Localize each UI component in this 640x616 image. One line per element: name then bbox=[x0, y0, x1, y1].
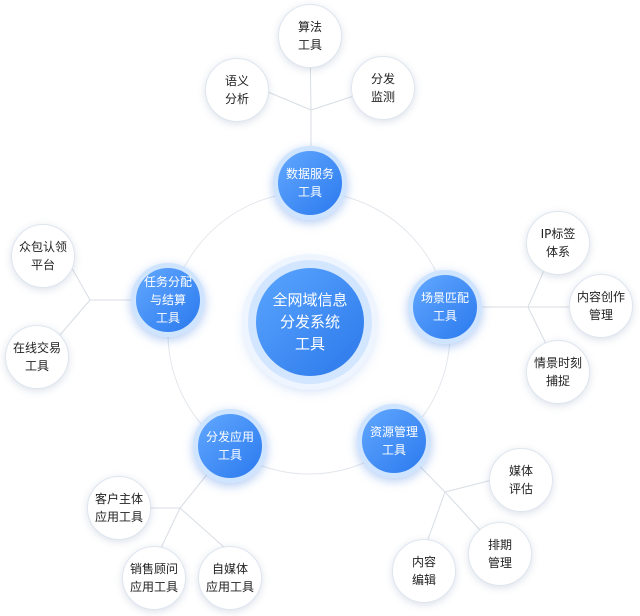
leaf-media-evaluation: 媒体 评估 bbox=[489, 448, 553, 512]
leaf-content-editing: 内容 编辑 bbox=[392, 539, 456, 603]
leaf-client-app-tool-label: 客户主体 应用工具 bbox=[94, 492, 143, 524]
leaf-semantic-analysis: 语义 分析 bbox=[205, 58, 269, 122]
leaf-algorithm-tool-label: 算法 工具 bbox=[297, 20, 322, 52]
leaf-moment-capture-label: 情景时刻 捕捉 bbox=[533, 356, 582, 388]
connector-media-eval bbox=[444, 479, 493, 493]
hub-scene-match-label: 场景匹配 工具 bbox=[420, 291, 469, 323]
connector-online-trading bbox=[59, 299, 91, 336]
leaf-semantic-analysis-label: 语义 分析 bbox=[224, 74, 249, 106]
leaf-moment-capture: 情景时刻 捕捉 bbox=[526, 340, 590, 404]
hub-data-service-label: 数据服务 工具 bbox=[285, 167, 334, 199]
connector-self-media bbox=[179, 507, 226, 549]
hub-distribution-app: 分发应用 工具 bbox=[193, 409, 267, 483]
leaf-self-media-tool: 自媒体 应用工具 bbox=[198, 546, 262, 610]
leaf-ip-tag-system: IP标签 体系 bbox=[526, 211, 590, 275]
hub-resource-management: 资源管理 工具 bbox=[357, 404, 431, 478]
leaf-ip-tag-system-label: IP标签 体系 bbox=[540, 227, 576, 259]
leaf-distribution-monitor: 分发 监测 bbox=[351, 56, 415, 120]
leaf-algorithm-tool: 算法 工具 bbox=[278, 4, 342, 68]
connector-sales-advisor bbox=[159, 507, 181, 551]
leaf-online-trading-tool-label: 在线交易 工具 bbox=[12, 341, 61, 373]
leaf-content-editing-label: 内容 编辑 bbox=[411, 555, 436, 587]
leaf-content-creation-label: 内容创作 管理 bbox=[576, 290, 625, 322]
leaf-online-trading-tool: 在线交易 工具 bbox=[5, 325, 69, 389]
leaf-schedule-management: 排期 管理 bbox=[468, 522, 532, 586]
leaf-self-media-tool-label: 自媒体 应用工具 bbox=[205, 562, 254, 594]
hub-resource-management-label: 资源管理 工具 bbox=[369, 425, 418, 457]
center-node-label: 全网域信息 分发系统 工具 bbox=[272, 291, 348, 353]
leaf-sales-advisor-tool-label: 销售顾问 应用工具 bbox=[129, 562, 178, 594]
connector-crowdsource bbox=[69, 264, 91, 301]
center-node: 全网域信息 分发系统 工具 bbox=[248, 260, 372, 384]
hub-scene-match: 场景匹配 工具 bbox=[408, 270, 482, 344]
leaf-distribution-monitor-label: 分发 监测 bbox=[370, 72, 395, 104]
connector-schedule bbox=[444, 491, 481, 531]
connector-semantic bbox=[267, 91, 312, 111]
leaf-schedule-management-label: 排期 管理 bbox=[487, 538, 512, 570]
leaf-content-creation: 内容创作 管理 bbox=[569, 274, 633, 338]
hub-task-settlement: 任务分配 与结算 工具 bbox=[131, 263, 205, 337]
hub-data-service: 数据服务 工具 bbox=[273, 146, 347, 220]
hub-distribution-app-label: 分发应用 工具 bbox=[205, 430, 254, 462]
connector-content-edit bbox=[425, 491, 446, 546]
leaf-media-evaluation-label: 媒体 评估 bbox=[508, 464, 533, 496]
hub-task-settlement-label: 任务分配 与结算 工具 bbox=[143, 275, 192, 325]
leaf-client-app-tool: 客户主体 应用工具 bbox=[87, 476, 151, 540]
leaf-crowdsource-platform: 众包认领 平台 bbox=[11, 224, 75, 288]
leaf-sales-advisor-tool: 销售顾问 应用工具 bbox=[122, 546, 186, 610]
leaf-crowdsource-platform-label: 众包认领 平台 bbox=[18, 240, 67, 272]
